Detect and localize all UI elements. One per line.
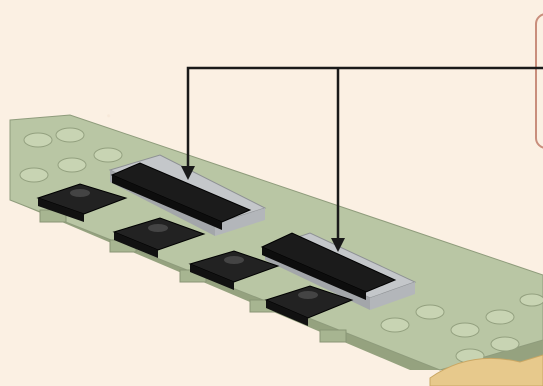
callout-box [536, 14, 543, 148]
